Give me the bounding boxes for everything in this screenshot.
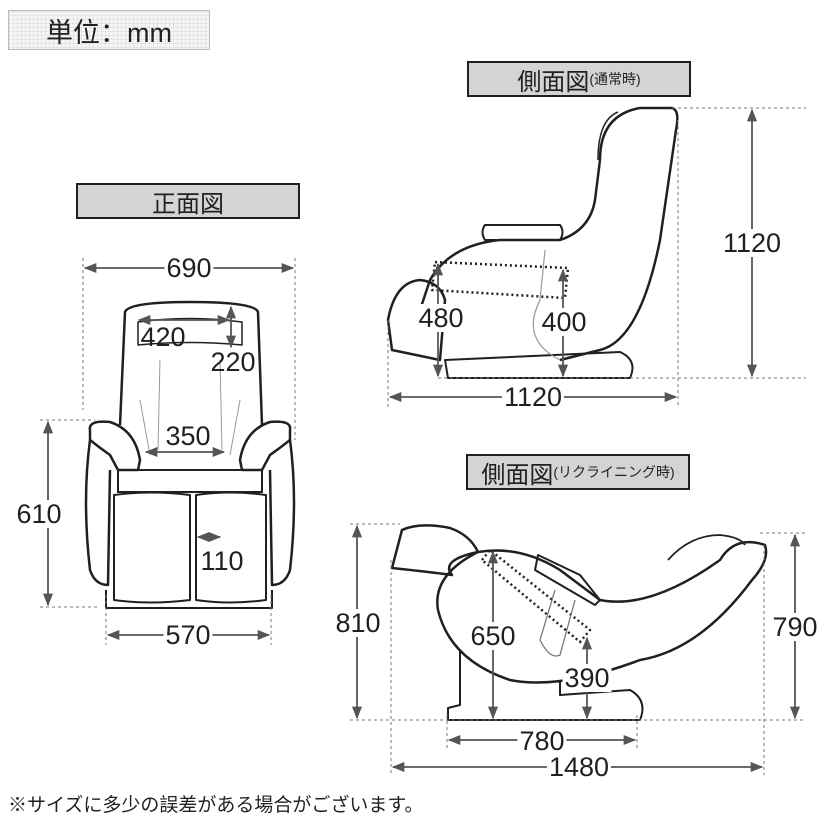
recline-seat-height-label: 390 — [562, 663, 612, 693]
side-view-normal-chair — [386, 106, 679, 379]
extension-lines — [40, 107, 806, 775]
headrest-height-label: 220 — [210, 347, 256, 377]
normal-seat-height-label: 400 — [539, 307, 589, 337]
footnote: ※サイズに多少の誤差がある場合がございます。 — [8, 795, 424, 816]
front-height-label: 610 — [14, 499, 64, 529]
seat-width-label: 350 — [163, 421, 213, 451]
recline-back-height-label: 790 — [770, 612, 820, 642]
front-width-label: 690 — [164, 253, 214, 283]
side-normal-subtitle: (通常時) — [589, 71, 641, 87]
recline-total-length-label: 1480 — [546, 752, 612, 782]
dimension-arrows — [42, 108, 801, 773]
normal-armrest-height-label: 480 — [416, 303, 466, 333]
unit-label: 単位：mm — [8, 10, 210, 50]
headrest-width-label: 420 — [140, 322, 186, 352]
recline-base-length-label: 780 — [517, 726, 567, 756]
side-normal-title-text: 側面図 — [517, 68, 590, 96]
recline-armrest-height-label: 650 — [468, 621, 518, 651]
recline-footrest-height-label: 810 — [333, 608, 383, 638]
side-view-normal-title: 側面図(通常時) — [467, 61, 691, 97]
side-view-recline-chair — [390, 524, 768, 721]
front-view-chair — [84, 300, 296, 609]
normal-depth-label: 1120 — [501, 382, 565, 412]
side-recline-subtitle: (リクライニング時) — [553, 464, 675, 480]
front-view-title: 正面図 — [76, 183, 300, 219]
front-view-title-text: 正面図 — [152, 190, 224, 218]
front-base-width-label: 570 — [163, 620, 213, 650]
leg-gap-label: 110 — [198, 546, 246, 576]
side-view-recline-title: 側面図(リクライニング時) — [466, 454, 690, 490]
side-recline-title-text: 側面図 — [481, 461, 554, 489]
normal-height-label: 1120 — [720, 228, 784, 258]
